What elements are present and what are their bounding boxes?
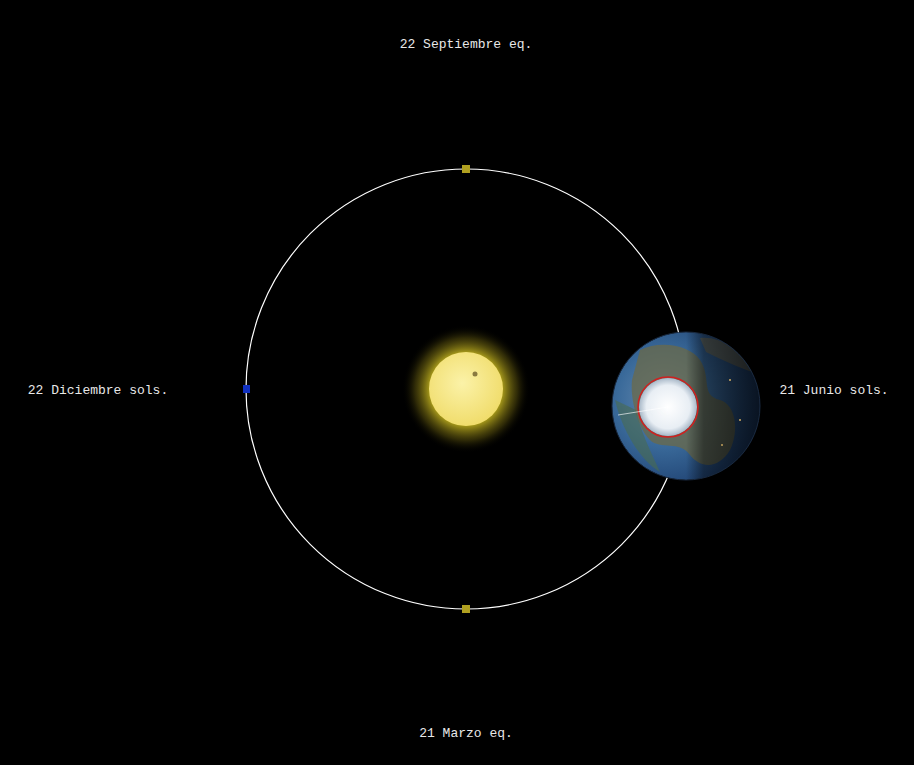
date-label: 21 Marzo eq. (419, 726, 513, 741)
equinox-marker (462, 165, 470, 173)
equinox-marker (462, 605, 470, 613)
solstice-marker (243, 385, 250, 393)
sun-glow (402, 325, 530, 453)
earth-rim (612, 332, 760, 480)
date-label: 22 Diciembre sols. (28, 383, 168, 398)
sunspot (473, 372, 478, 377)
earth (612, 332, 760, 480)
sun (429, 352, 503, 426)
date-label: 22 Septiembre eq. (400, 37, 533, 52)
date-label: 21 Junio sols. (779, 383, 888, 398)
